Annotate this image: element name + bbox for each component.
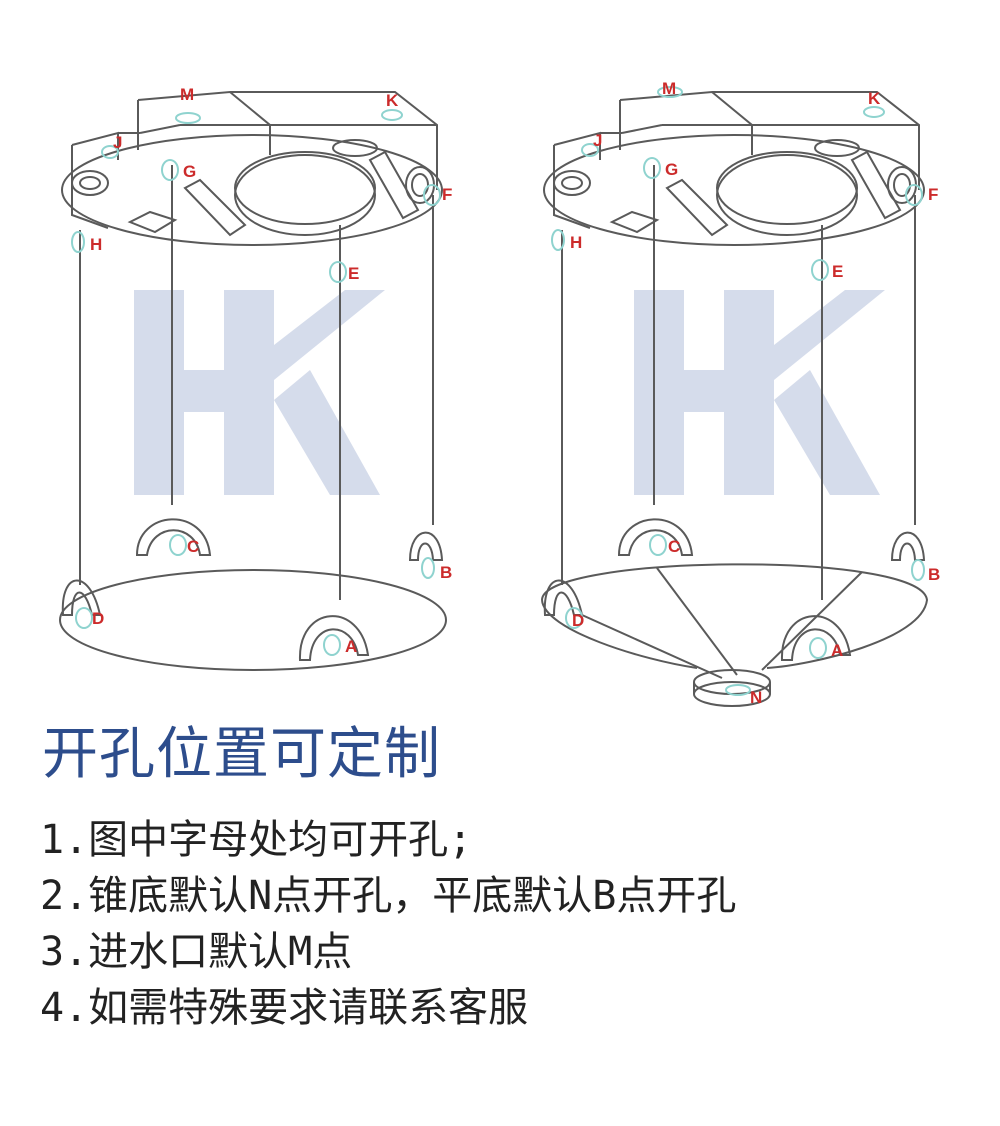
label-g: G (183, 162, 196, 181)
label-a: A (831, 641, 843, 660)
label-e: E (832, 262, 843, 281)
label-d: D (572, 611, 584, 630)
label-m: M (662, 79, 676, 98)
label-e: E (348, 264, 359, 283)
label-n: N (750, 688, 762, 707)
notes-list: 1.图中字母处均可开孔; 2.锥底默认N点开孔，平底默认B点开孔 3.进水口默认… (40, 812, 736, 1036)
label-h: H (570, 233, 582, 252)
label-g: G (665, 160, 678, 179)
label-b: B (440, 563, 452, 582)
label-k: K (868, 89, 881, 108)
note-item: 1.图中字母处均可开孔; (40, 817, 473, 863)
label-m: M (180, 85, 194, 104)
note-item: 3.进水口默认M点 (40, 929, 353, 975)
label-f: F (928, 185, 938, 204)
label-c: C (668, 537, 680, 556)
label-a: A (345, 637, 357, 656)
hole-markers (71, 109, 441, 656)
label-b: B (928, 565, 940, 584)
label-d: D (92, 609, 104, 628)
label-j: J (113, 133, 122, 152)
note-item: 2.锥底默认N点开孔，平底默认B点开孔 (40, 873, 737, 919)
hole-markers (551, 86, 925, 696)
flat-bottom-tank: M K J G F H E C B D A (59, 85, 452, 671)
note-item: 4.如需特殊要求请联系客服 (40, 985, 529, 1031)
cone-bottom-tank: M K J G F H E C B D A N (541, 79, 940, 707)
watermark-logo (134, 290, 385, 495)
label-j: J (593, 131, 602, 150)
tank-diagrams: M K J G F H E C B D A (59, 79, 940, 707)
page-title: 开孔位置可定制 (42, 722, 441, 787)
label-h: H (90, 235, 102, 254)
label-f: F (442, 185, 452, 204)
label-c: C (187, 537, 199, 556)
watermark-logo (634, 290, 885, 495)
label-k: K (386, 91, 399, 110)
